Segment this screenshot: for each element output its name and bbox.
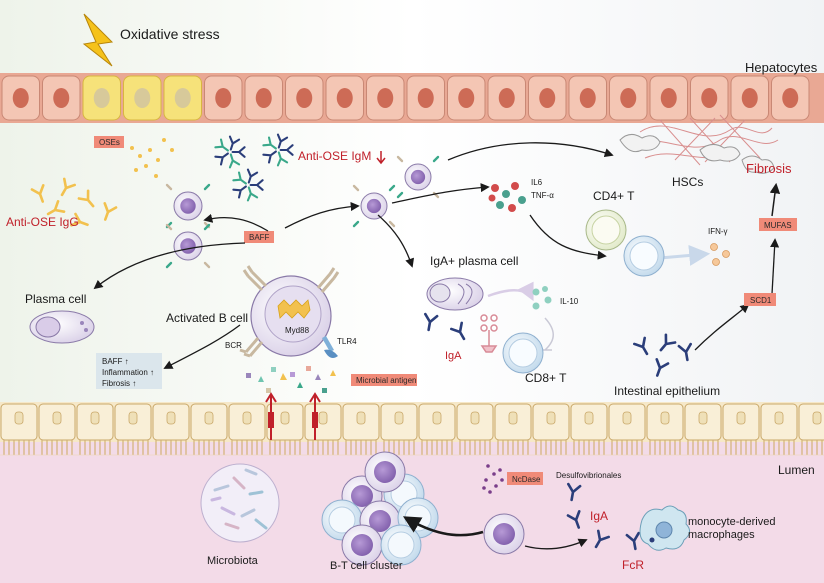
b-t-cell-cluster (321, 451, 439, 566)
monocyte-label-line2: macrophages (688, 529, 755, 541)
iga-lumen-label: IgA (590, 509, 608, 523)
b-t-cell-cluster-label: B-T cell cluster (330, 560, 403, 572)
intestinal-epithelium-label: Intestinal epithelium (614, 384, 720, 398)
il6-label: IL6 (531, 178, 543, 187)
ifn-label: IFN-γ (708, 227, 728, 236)
microbial-antigen-box (351, 374, 417, 386)
mufas-box (759, 218, 797, 231)
bcr-receptor (239, 337, 264, 358)
ifn-particles (710, 243, 730, 266)
scd1-box (744, 293, 776, 306)
anti-ose-igg-label: Anti-OSE IgG (6, 215, 79, 229)
oxidative-stress-label: Oxidative stress (120, 26, 220, 42)
il10-particles (532, 286, 552, 310)
il6-tnf-cytokines (488, 182, 526, 212)
activated-b-cell (250, 275, 332, 357)
tnf-label: TNF-α (531, 191, 554, 200)
hscs-label: HSCs (672, 175, 703, 189)
iga-plasma-cell-label: IgA+ plasma cell (430, 254, 518, 268)
monocyte-label-line1: monocyte-derived (688, 516, 775, 528)
oses-label: OSEs (99, 138, 120, 147)
ose-particles (130, 138, 174, 178)
iga-antibodies-lumen (566, 482, 640, 551)
bcr-label: BCR (225, 341, 242, 350)
lumen-b-cell (483, 513, 525, 555)
desulfovibrionales-label: Desulfovibrionales (556, 471, 621, 480)
macrophage-cell (639, 505, 690, 551)
myd88-label: Myd88 (285, 326, 310, 335)
tlr4-receptor (322, 336, 338, 358)
hepatocyte-row (0, 73, 824, 123)
anti-ose-igm-label: Anti-OSE IgM (298, 149, 371, 163)
anti-ose-igm-antibodies (214, 133, 294, 202)
cd4t-label: CD4+ T (593, 189, 635, 203)
effects-line-3: Fibrosis ↑ (102, 379, 136, 388)
igm-down-arrow-icon (376, 151, 386, 165)
ncdase-box (507, 472, 543, 485)
b-cell-surface-receptors (242, 265, 340, 293)
iga-dimer (480, 314, 498, 353)
effects-line-2: Inflammation ↑ (102, 368, 154, 377)
effects-box (96, 353, 162, 389)
anti-ose-igg-antibodies (30, 177, 118, 227)
lumen-label: Lumen (778, 463, 815, 477)
microbial-antigen-label: Microbial antigen (356, 376, 416, 385)
iga-antibodies-tissue (424, 312, 692, 377)
cd8t-label: CD8+ T (525, 371, 567, 385)
tight-junction-break-right (312, 412, 318, 428)
b-cells (165, 155, 440, 269)
il10-label: IL-10 (560, 297, 579, 306)
intestinal-epithelium-cells (0, 402, 824, 456)
microbiota-label: Microbiota (207, 555, 259, 567)
baff-label: BAFF (249, 233, 270, 242)
effects-line-1: BAFF ↑ (102, 357, 129, 366)
mufas-label: MUFAS (764, 221, 792, 230)
plasma-cell (29, 310, 95, 344)
plasma-cell-label: Plasma cell (25, 292, 86, 306)
ncdase-label: NcDase (512, 475, 541, 484)
hsc-cells (619, 134, 775, 174)
scd1-label: SCD1 (750, 296, 772, 305)
tlr4-label: TLR4 (337, 337, 357, 346)
microbial-antigen-particles (246, 366, 336, 393)
hepatocytes-label: Hepatocytes (745, 60, 818, 75)
fibrosis-label: Fibrosis (746, 161, 792, 176)
tight-junction-break-left (268, 412, 274, 428)
cd8t-cell (502, 332, 544, 374)
iga-plasma-cell (426, 277, 484, 311)
pathway-arrows (93, 142, 780, 369)
activated-b-cell-label: Activated B cell (166, 311, 248, 325)
fcr-label: FcR (622, 558, 644, 572)
cd4-to-ifn-arrow (659, 244, 711, 266)
iga-to-il10-arrow (487, 281, 534, 302)
iga-mid-label: IgA (445, 350, 462, 362)
ncdase-particles (482, 464, 504, 494)
lightning-icon (82, 13, 114, 67)
cd4t-cells (585, 209, 665, 277)
oses-box (94, 136, 124, 148)
mufas-to-fibrosis-arrow (769, 182, 781, 217)
baff-box (244, 231, 274, 243)
microbiota-circle (200, 463, 280, 543)
bcell-to-iga-arrow (524, 538, 588, 550)
bcell-to-cluster-arrow (402, 516, 484, 537)
